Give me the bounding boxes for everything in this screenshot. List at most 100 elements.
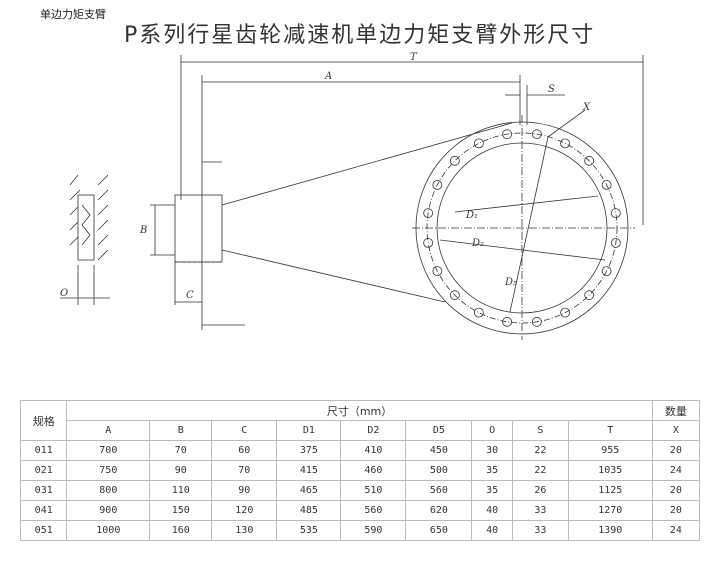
table-cell: 900 (66, 500, 151, 521)
bolt-hole (432, 179, 443, 190)
table-cell: 30 (471, 440, 513, 461)
table-cell: 22 (511, 460, 569, 481)
bolt-hole (432, 266, 443, 277)
label-x: X (582, 102, 591, 113)
header-spec: 规格 (19, 400, 68, 441)
table-cell: 415 (276, 460, 342, 481)
column-header: A (66, 420, 151, 441)
column-header: D2 (340, 420, 407, 441)
bolt-hole (423, 237, 434, 248)
table-cell: 051 (19, 520, 68, 541)
bolt-hole (610, 237, 621, 248)
table-cell: 500 (405, 460, 473, 481)
table-cell: 35 (471, 480, 513, 501)
table-cell: 1000 (66, 520, 151, 541)
table-cell: 560 (405, 480, 473, 501)
label-d1: D₁ (465, 210, 478, 221)
column-header: B (149, 420, 213, 441)
label-t: T (410, 52, 418, 63)
bolt-hole (449, 155, 460, 166)
table-cell: 40 (471, 520, 513, 541)
table-cell: 375 (276, 440, 342, 461)
label-s: S (548, 84, 555, 95)
arm-body: B C (139, 122, 513, 326)
table-cell: 1035 (567, 460, 653, 481)
bolt-hole (560, 307, 571, 318)
table-cell: 90 (149, 460, 213, 481)
column-header: T (567, 420, 653, 441)
bolt-hole (584, 155, 595, 166)
table-cell: 650 (405, 520, 473, 541)
table-cell: 33 (511, 500, 569, 521)
bolt-hole (601, 266, 612, 277)
label-d5: D₅ (504, 277, 517, 288)
bolt-hole (584, 290, 595, 301)
header-qty: 数量 (651, 400, 701, 421)
table-cell: 20 (651, 480, 701, 501)
table-cell: 24 (651, 520, 701, 541)
label-b: B (139, 225, 147, 236)
bolt-hole (473, 307, 484, 318)
table-cell: 110 (149, 480, 213, 501)
table-cell: 800 (66, 480, 151, 501)
table-cell: 20 (651, 500, 701, 521)
bolt-hole (601, 179, 612, 190)
column-header: O (471, 420, 513, 441)
column-header: X (651, 420, 701, 441)
table-cell: 1125 (567, 480, 653, 501)
table-cell: 510 (340, 480, 407, 501)
table-cell: 90 (211, 480, 278, 501)
table-cell: 041 (19, 500, 68, 521)
table-cell: 465 (276, 480, 342, 501)
table-cell: 1270 (567, 500, 653, 521)
dimension-t: T (180, 52, 644, 225)
column-header: S (511, 420, 569, 441)
bolt-hole (610, 208, 621, 219)
table-cell: 011 (19, 440, 68, 461)
table-cell: 70 (211, 460, 278, 481)
table-cell: 955 (567, 440, 653, 461)
table-cell: 40 (471, 500, 513, 521)
label-a: A (324, 71, 332, 82)
table-cell: 120 (211, 500, 278, 521)
bolt-hole (473, 138, 484, 149)
table-cell: 450 (405, 440, 473, 461)
bolt-hole (423, 208, 434, 219)
table-cell: 22 (511, 440, 569, 461)
side-section-view: O (60, 174, 110, 305)
torque-arm-drawing: T A S B C O D₁ D₂ (60, 52, 644, 340)
bolt-hole (449, 290, 460, 301)
table-cell: 750 (66, 460, 151, 481)
table-cell: 535 (276, 520, 342, 541)
bolt-hole (502, 129, 513, 140)
table-cell: 26 (511, 480, 569, 501)
table-cell: 700 (66, 440, 151, 461)
dimension-a: A S (201, 71, 565, 330)
page-title: P系列行星齿轮减速机单边力矩支臂外形尺寸 (124, 23, 596, 48)
caption: 单边力矩支臂 (40, 8, 106, 21)
header-size: 尺寸（mm） (66, 400, 653, 421)
table-cell: 560 (340, 500, 407, 521)
bolt-hole (531, 129, 542, 140)
flange-ring: D₁ D₂ D₅ X (412, 102, 635, 340)
table-cell: 35 (471, 460, 513, 481)
table-cell: 590 (340, 520, 407, 541)
table-cell: 410 (340, 440, 407, 461)
column-header: D1 (276, 420, 342, 441)
bolt-hole (502, 316, 513, 327)
bolt-hole (531, 316, 542, 327)
label-c: C (186, 290, 194, 301)
table-cell: 33 (511, 520, 569, 541)
table-cell: 021 (19, 460, 68, 481)
table-cell: 24 (651, 460, 701, 481)
table-cell: 460 (340, 460, 407, 481)
table-cell: 70 (149, 440, 213, 461)
table-cell: 60 (211, 440, 278, 461)
table-cell: 160 (149, 520, 213, 541)
